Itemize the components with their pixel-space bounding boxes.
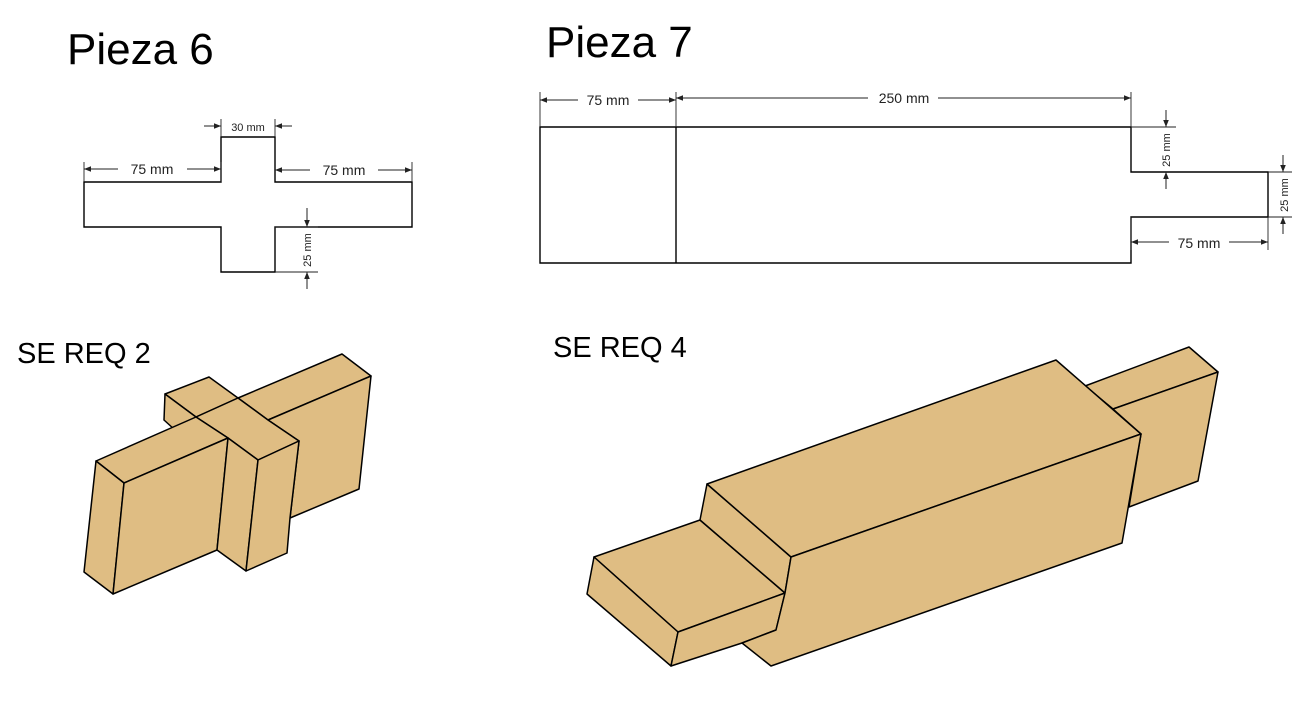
piece6-cross-outline [83,136,413,273]
piece6-title: Pieza 6 [67,25,214,74]
piece6-dim-top: 30 mm [204,119,292,137]
piece7-dim-left: 75 mm [539,92,677,127]
piece7-outline [539,126,1269,264]
piece6-dim-thickness-label: 25 mm [302,233,314,267]
piece7-dim-main-label: 250 mm [879,90,930,106]
piece6-dim-left: 75 mm [83,161,222,182]
piece7-dim-step: 25 mm [1131,110,1176,189]
piece6-dim-thickness: 25 mm [275,208,318,289]
piece6-front-arm-front [245,440,300,572]
piece6-dim-left-label: 75 mm [131,161,174,177]
piece6-dim-top-label: 30 mm [231,122,265,134]
piece7-drawing: Pieza 7 75 mm 250 mm 25 mm [539,18,1292,264]
piece6-dim-right-label: 75 mm [323,162,366,178]
piece6-drawing: Pieza 6 30 mm 75 mm 75 mm [67,25,413,289]
piece7-title: Pieza 7 [546,18,693,67]
piece6-quantity-label: SE REQ 2 [17,338,151,370]
piece6-dim-right: 75 mm [275,162,413,182]
piece7-main-front [741,433,1142,667]
piece7-dim-tab-length-label: 75 mm [1178,235,1221,251]
piece7-dim-left-label: 75 mm [587,92,630,108]
piece7-dim-tab-height-label: 25 mm [1279,178,1291,212]
piece7-dim-tab-height: 25 mm [1268,155,1292,234]
piece7-3d-view: SE REQ 4 [553,332,1219,667]
piece7-dim-step-label: 25 mm [1161,133,1173,167]
piece7-quantity-label: SE REQ 4 [553,332,687,364]
piece7-dim-tab-length: 75 mm [1130,217,1269,251]
piece6-3d-view: SE REQ 2 [17,338,372,595]
piece7-dim-main: 250 mm [676,90,1132,127]
